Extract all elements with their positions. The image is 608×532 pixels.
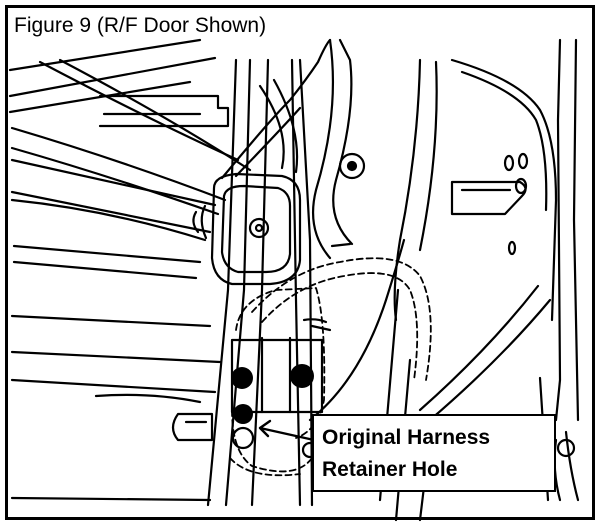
retainer-bracket [230, 318, 332, 414]
stud-upper-right [290, 364, 314, 388]
upper-left-rails [8, 38, 252, 216]
callout-label-line1: Original Harness [322, 426, 491, 449]
stud-lower-left [233, 404, 253, 424]
upper-bracket [98, 94, 230, 128]
figure-title: Figure 9 (R/F Door Shown) [12, 14, 270, 38]
upper-strap [220, 38, 332, 180]
figure-frame [5, 5, 595, 520]
callout-box: Original Harness Retainer Hole [312, 414, 556, 492]
leader-arrow [258, 419, 316, 442]
horizontal-rails [10, 158, 222, 502]
mounting-boss [192, 172, 302, 286]
bracket-studs [231, 364, 314, 424]
callout-label-line2: Retainer Hole [322, 458, 458, 481]
stud-upper-left [231, 367, 253, 389]
door-handle-area [338, 152, 529, 256]
lower-handle [171, 412, 214, 442]
